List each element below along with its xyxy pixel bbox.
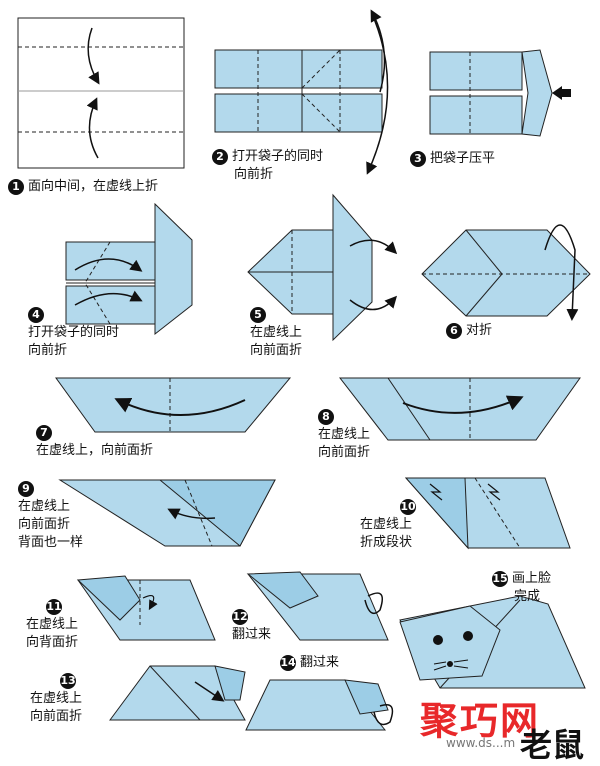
- step12-figure: [246, 571, 389, 641]
- watermark-logo: 聚巧网: [420, 698, 541, 743]
- step4-figure: [65, 202, 193, 336]
- step-9-label: 9 在虚线上 向前面折 背面也一样: [18, 480, 84, 550]
- step-10-label: 10 在虚线上 折成段状: [360, 498, 416, 550]
- step-7-label: 7 在虚线上，向前面折: [36, 424, 154, 458]
- step1-figure: [17, 17, 185, 169]
- step2-figure: [214, 9, 389, 175]
- step-8-label: 8 在虚线上 向前面折: [318, 408, 371, 460]
- step-4-label: 4 打开袋子的同时 向前折: [28, 306, 120, 358]
- step-5-label: 5 在虚线上 向前面折: [250, 306, 303, 358]
- mouse-eye-right-icon: [463, 631, 473, 641]
- step-number: 1: [8, 178, 24, 195]
- step-13-label: 13 在虚线上 向前面折: [30, 672, 83, 724]
- step11-figure: [76, 575, 216, 641]
- step15-figure: [399, 595, 586, 689]
- mouse-eye-left-icon: [433, 635, 443, 645]
- page-title: 老鼠: [520, 726, 585, 764]
- step-11-label: 11 在虚线上 向背面折: [26, 598, 79, 650]
- step14-figure: [245, 679, 394, 731]
- step6-figure: [421, 224, 591, 321]
- step10-figure: [404, 477, 571, 550]
- step7-figure: [55, 377, 292, 433]
- step5-figure: [247, 193, 398, 342]
- step8-figure: [338, 377, 581, 441]
- step-12-label: 12 翻过来: [232, 608, 272, 642]
- step3-figure: [429, 49, 571, 137]
- step13-figure: [109, 665, 246, 721]
- watermark-url: www.ds...m: [446, 736, 516, 750]
- step9-figure: [58, 479, 276, 547]
